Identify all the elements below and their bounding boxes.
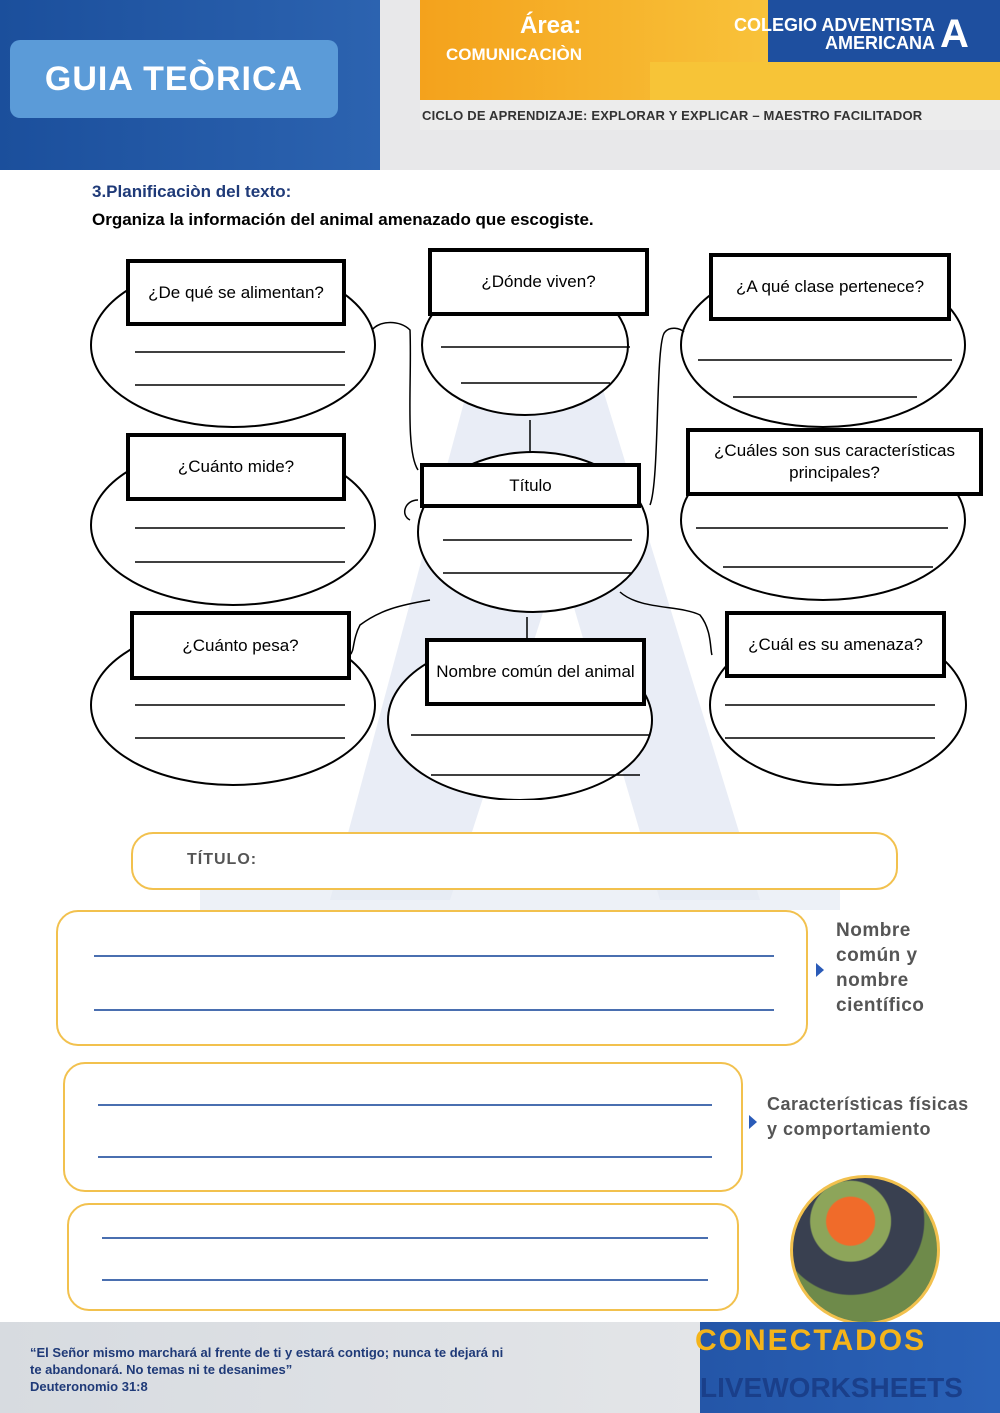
question-box-characteristics: ¿Cuáles son sus características principa… [686,428,983,496]
question-box-size: ¿Cuánto mide? [126,433,346,501]
connectors [349,321,713,656]
area-label: Área: [520,12,582,39]
header-strip [420,100,1000,130]
writing-line [94,955,774,957]
label-characteristics: Características físicas y comportamiento [767,1094,969,1139]
question-box-weight: ¿Cuánto pesa? [130,611,351,680]
guide-title: GUIA TEÒRICA [10,40,338,118]
question-box-food: ¿De qué se alimentan? [126,259,346,326]
school-line-1: COLEGIO ADVENTISTA [733,15,935,35]
writing-line [102,1237,708,1239]
bird-photo [790,1175,940,1325]
learning-cycle: CICLO DE APRENDIZAJE: EXPLORAR Y EXPLICA… [422,108,923,123]
school-name: COLEGIO ADVENTISTA AMERICANA [680,16,935,52]
school-logo-icon: A [940,12,969,56]
arrow-right-icon [816,963,824,977]
section-title: 3.Planificaciòn del texto: [92,182,292,201]
writing-box-characteristics[interactable] [63,1062,743,1192]
liveworksheets-watermark: LIVEWORKSHEETS [700,1372,963,1403]
question-box-habitat: ¿Dónde viven? [428,248,649,316]
title-field[interactable]: TÍTULO: [131,832,898,890]
writing-line [94,1009,774,1011]
writing-line [98,1156,712,1158]
writing-line [102,1279,708,1281]
writing-box-extra[interactable] [67,1203,739,1311]
question-box-threat: ¿Cuál es su amenaza? [725,611,946,678]
arrow-right-icon [749,1115,757,1129]
quote-reference: Deuteronomio 31:8 [30,1379,148,1394]
header-yellow-band [650,62,1000,100]
label-name: Nombre común y nombre científico [836,920,925,1016]
question-box-title: Título [420,463,641,508]
writing-line [98,1104,712,1106]
footer-banner [0,1322,1000,1413]
bible-quote: “El Señor mismo marchará al frente de ti… [30,1344,510,1395]
writing-box-name[interactable] [56,910,808,1046]
question-box-class: ¿A qué clase pertenece? [709,253,951,321]
brand-logo: CONECTADOS [695,1324,927,1357]
title-field-label: TÍTULO: [187,851,258,868]
quote-text: “El Señor mismo marchará al frente de ti… [30,1345,504,1377]
question-box-common-name: Nombre común del animal [425,638,646,706]
area-value: COMUNICACIÒN [446,45,582,64]
school-line-2: AMERICANA [825,33,935,53]
instruction: Organiza la información del animal amena… [92,210,594,229]
